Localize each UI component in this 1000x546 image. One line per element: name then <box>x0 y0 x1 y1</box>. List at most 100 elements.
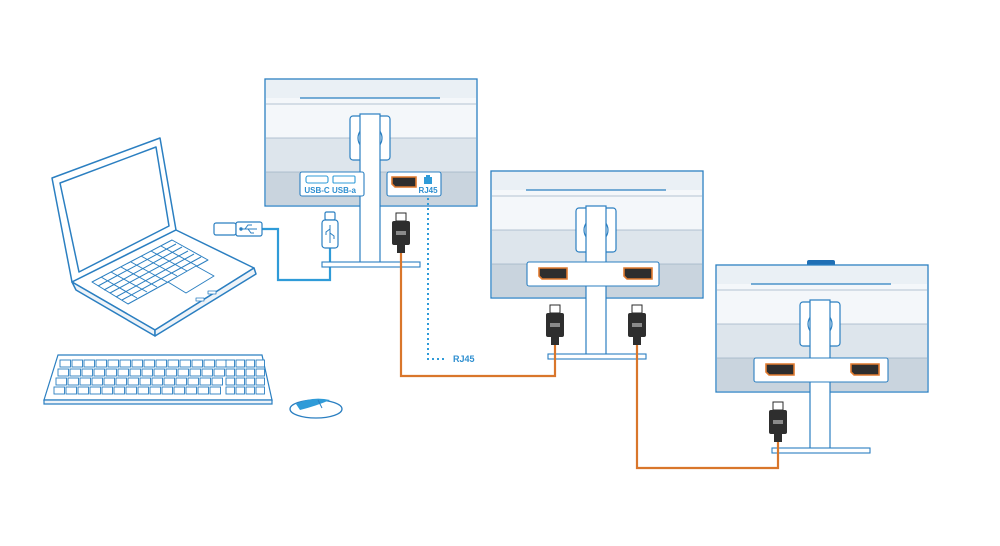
keyboard-key <box>187 377 199 386</box>
keyboard-key <box>197 386 209 395</box>
keyboard-key <box>139 377 151 386</box>
displayport-plug-monitor-3-in <box>769 401 787 442</box>
keyboard-key <box>211 377 223 386</box>
keyboard-key <box>79 377 91 386</box>
displayport-in-port-3 <box>765 363 795 376</box>
displayport-plug-monitor-2-out <box>628 304 646 345</box>
rj45-cable-label: RJ45 <box>453 354 475 364</box>
displayport-port-3b <box>850 363 880 376</box>
monitor-2 <box>490 170 704 360</box>
keyboard <box>43 354 273 405</box>
keyboard-key <box>185 386 197 395</box>
displayport-out-port-1 <box>391 176 417 188</box>
keyboard-key <box>177 368 189 377</box>
keyboard-key <box>127 377 139 386</box>
keyboard-key <box>93 368 105 377</box>
keypad-key <box>225 359 235 368</box>
keyboard-key <box>179 359 191 368</box>
keyboard-key <box>143 359 155 368</box>
keypad-key <box>255 386 265 395</box>
keyboard-keys <box>53 359 265 395</box>
usb-c-port: USB-C <box>304 175 330 195</box>
keyboard-key <box>199 377 211 386</box>
usb-a-port-label: USB-a <box>332 186 357 195</box>
keyboard-key <box>103 377 115 386</box>
usb-c-plug <box>321 211 339 249</box>
keyboard-key <box>149 386 161 395</box>
rj45-cable: RJ45 <box>427 198 475 364</box>
laptop <box>51 137 257 337</box>
keypad-key <box>245 377 255 386</box>
keyboard-key <box>175 377 187 386</box>
keyboard-key <box>105 368 117 377</box>
keyboard-key <box>167 359 179 368</box>
keyboard-key <box>53 386 65 395</box>
keyboard-key <box>137 386 149 395</box>
keyboard-key <box>119 359 131 368</box>
keyboard-key <box>141 368 153 377</box>
usb-icon <box>239 224 257 234</box>
keyboard-key <box>95 359 107 368</box>
keyboard-key <box>155 359 167 368</box>
keypad-key <box>235 377 245 386</box>
keypad-key <box>245 368 255 377</box>
keyboard-key <box>153 368 165 377</box>
monitor-1: USB-C USB-a RJ45 <box>264 78 478 268</box>
keypad-key <box>225 386 235 395</box>
keyboard-key <box>151 377 163 386</box>
keyboard-key <box>71 359 83 368</box>
ethernet-icon <box>424 175 432 184</box>
keypad-key <box>225 368 235 377</box>
keyboard-key <box>65 386 77 395</box>
monitor-3 <box>715 260 929 454</box>
keyboard-key <box>209 386 221 395</box>
keyboard-key <box>203 359 215 368</box>
keyboard-key <box>83 359 95 368</box>
laptop-keyboard <box>91 239 209 305</box>
keyboard-key <box>189 368 201 377</box>
keyboard-key <box>55 377 67 386</box>
keyboard-key <box>163 377 175 386</box>
keyboard-key <box>165 368 177 377</box>
keyboard-key <box>81 368 93 377</box>
keyboard-key <box>67 377 79 386</box>
displayport-plug-monitor-1-out <box>392 212 410 253</box>
usb-cable <box>213 211 339 282</box>
keyboard-key <box>131 359 143 368</box>
keypad-key <box>245 359 255 368</box>
usb-a-plug <box>213 221 263 237</box>
keypad-key <box>255 368 265 377</box>
keyboard-key <box>91 377 103 386</box>
keypad-key <box>225 377 235 386</box>
displayport-cable-1 <box>399 252 557 378</box>
keyboard-key <box>213 368 225 377</box>
keyboard-key <box>107 359 119 368</box>
displayport-cable-2 <box>635 344 780 470</box>
keyboard-key <box>115 377 127 386</box>
keyboard-key <box>129 368 141 377</box>
displayport-out-port-2 <box>623 267 653 280</box>
keypad-key <box>255 359 265 368</box>
displayport-plug-monitor-2-in <box>546 304 564 345</box>
keyboard-key <box>101 386 113 395</box>
keypad-key <box>235 386 245 395</box>
keypad-key <box>245 386 255 395</box>
keyboard-key <box>201 368 213 377</box>
displayport-connectors <box>392 212 787 442</box>
keyboard-key <box>125 386 137 395</box>
usb-c-port-label: USB-C <box>304 186 330 195</box>
keyboard-key <box>77 386 89 395</box>
keyboard-key <box>173 386 185 395</box>
keyboard-key <box>89 386 101 395</box>
keyboard-key <box>191 359 203 368</box>
keyboard-key <box>161 386 173 395</box>
keyboard-key <box>215 359 227 368</box>
mouse <box>289 398 343 419</box>
keypad-key <box>235 368 245 377</box>
keyboard-key <box>69 368 81 377</box>
keyboard-key <box>59 359 71 368</box>
keypad-key <box>235 359 245 368</box>
keypad-key <box>255 377 265 386</box>
rj45-port-label: RJ45 <box>418 186 438 195</box>
